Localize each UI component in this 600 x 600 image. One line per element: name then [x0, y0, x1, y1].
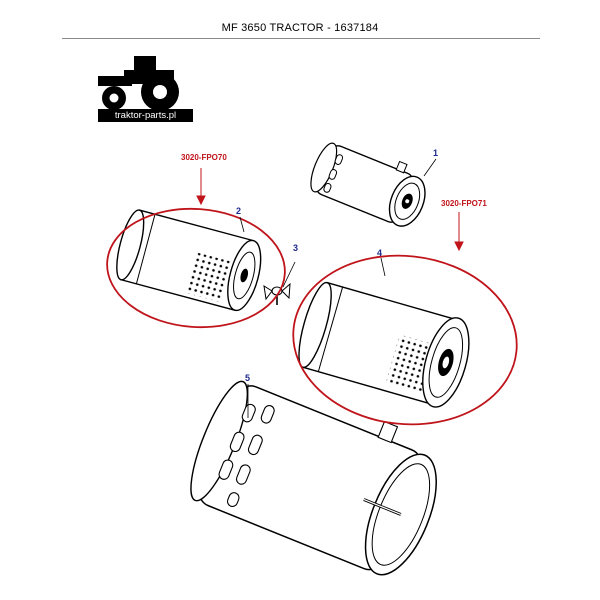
part-1-housing: [310, 142, 426, 227]
part-3-wing-nut: [263, 261, 296, 305]
tractor-logo-icon: [98, 56, 179, 111]
title-divider: [62, 38, 540, 39]
group-ref-label-fpo71: 3020-FPO71: [441, 199, 487, 208]
part-2-filter-element: [116, 209, 262, 312]
part-5-housing: [190, 380, 437, 576]
callout-part-1: 1: [433, 148, 439, 158]
group-ref-label-fpo70: 3020-FPO70: [181, 153, 227, 162]
callout-part-4: 4: [377, 248, 383, 258]
group-3020-fpo70-highlight: [106, 207, 286, 329]
group-arrow-fpo71: [454, 212, 464, 252]
part-4-filter-element: [298, 281, 470, 408]
logo-text: traktor-parts.pl: [98, 109, 193, 122]
callout-part-2: 2: [236, 206, 242, 216]
callout-part-3: 3: [293, 243, 299, 253]
callout-part-5: 5: [245, 373, 251, 383]
group-arrow-fpo70: [196, 168, 206, 206]
group-3020-fpo71-highlight: [292, 254, 518, 426]
page-title: MF 3650 TRACTOR - 1637184: [221, 22, 379, 34]
